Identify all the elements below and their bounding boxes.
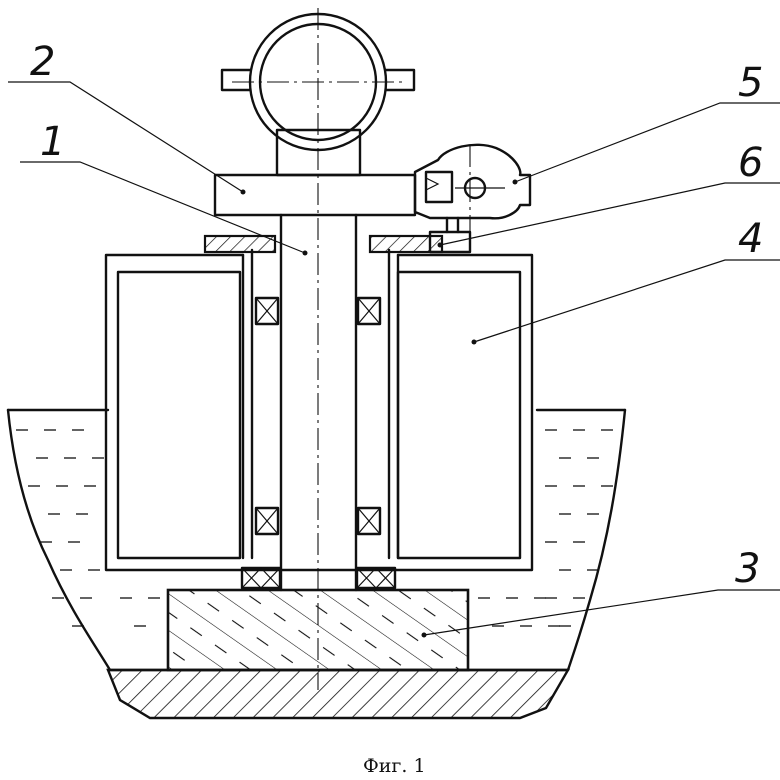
ground — [106, 668, 571, 720]
leader-lines — [8, 81, 780, 638]
water-body — [6, 408, 627, 672]
bearing — [356, 506, 382, 536]
bearing — [355, 566, 397, 590]
bearings — [240, 296, 397, 590]
label-4: 4 — [738, 216, 763, 262]
top-flange — [203, 234, 444, 254]
label-6: 6 — [738, 140, 763, 186]
float-housing — [104, 248, 534, 572]
water-level-marks — [16, 429, 613, 627]
label-1: 1 — [40, 119, 65, 165]
label-2: 2 — [30, 39, 55, 85]
bearing — [254, 506, 280, 536]
crossbar — [213, 173, 417, 217]
central-shaft — [279, 213, 358, 592]
bearing — [240, 566, 282, 590]
label-5: 5 — [738, 60, 763, 106]
label-3: 3 — [735, 546, 760, 592]
figure-caption: Фиг. 1 — [363, 755, 426, 777]
bearing — [254, 296, 280, 326]
bearing — [356, 296, 382, 326]
gear-unit — [413, 143, 532, 220]
